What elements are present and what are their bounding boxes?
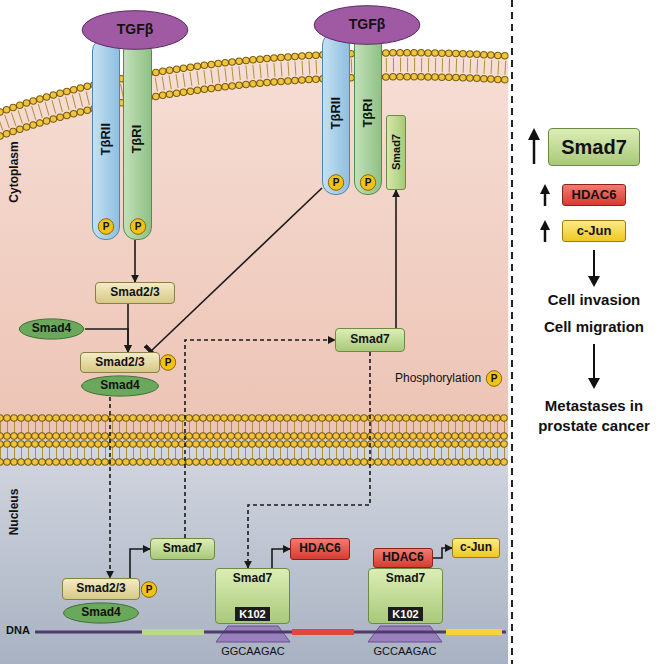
binding-site xyxy=(216,626,290,642)
node-label: Smad4 xyxy=(100,379,139,392)
nucleus xyxy=(0,440,508,664)
phospho-circle: P xyxy=(486,370,502,387)
region-label: Cytoplasm xyxy=(7,141,21,202)
outcome-text: Cell migration xyxy=(544,318,644,335)
hdac6-protein: HDAC6 xyxy=(290,538,350,560)
smad7-dna-bound: Smad7K102 xyxy=(368,568,443,624)
node-label: TβRI xyxy=(361,99,375,128)
receptor-type-2: TβRII xyxy=(322,32,350,195)
node-label: Smad7 xyxy=(561,136,627,158)
cjun-protein: c-Jun xyxy=(562,220,626,242)
smad7-dna-bound: Smad7K102 xyxy=(215,568,290,624)
outcome-text: Cell invasion xyxy=(548,291,641,308)
smad4-protein: Smad4 xyxy=(18,318,85,340)
divider xyxy=(511,0,513,664)
increase-arrows xyxy=(528,128,550,242)
signal-arrow xyxy=(433,548,452,558)
node-label: Smad7 xyxy=(350,333,389,346)
residue-label: K102 xyxy=(388,607,422,621)
cytoplasm xyxy=(0,53,508,440)
receptor-type-2: TβRII xyxy=(92,38,120,240)
node-label: P xyxy=(146,584,153,595)
node-label: P xyxy=(165,357,172,368)
sequence-label: GCCAAGAC xyxy=(374,645,437,657)
gene-segment xyxy=(446,629,502,635)
node-label: HDAC6 xyxy=(572,188,617,202)
inhibition-line xyxy=(150,188,322,352)
node-label: c-Jun xyxy=(460,541,492,554)
node-label: TβRII xyxy=(329,97,343,130)
node-label: Smad2/3 xyxy=(95,356,144,369)
node-label: P xyxy=(103,221,110,232)
smad4-protein: Smad4 xyxy=(62,602,140,624)
signal-arrow xyxy=(272,549,290,568)
node-label: HDAC6 xyxy=(382,551,423,564)
node-label: P xyxy=(491,373,498,384)
gene-segment xyxy=(292,629,354,635)
dna-strand xyxy=(35,631,506,634)
node-label: Smad4 xyxy=(81,606,120,619)
translocation-arrow xyxy=(109,397,111,578)
node-label: HDAC6 xyxy=(299,542,340,555)
node-label: TGFβ xyxy=(117,22,154,37)
phospho-circle: P xyxy=(328,174,344,191)
plasma-membrane xyxy=(0,53,508,136)
smad7-protein: Smad7 xyxy=(150,538,215,560)
ligand: TGFβ xyxy=(312,4,422,46)
binding-site xyxy=(368,626,442,642)
node-label: P xyxy=(333,177,340,188)
node-label: Smad4 xyxy=(32,322,71,335)
dna-label: DNA xyxy=(6,624,30,636)
node-label: c-Jun xyxy=(577,224,612,238)
node-label: P xyxy=(135,221,142,232)
signal-arrow xyxy=(395,190,397,328)
nuclear-envelope xyxy=(0,418,508,462)
smad7-bound: Smad7 xyxy=(386,115,406,190)
receptor-type-1: TβRI xyxy=(354,32,382,195)
hdac6-protein: HDAC6 xyxy=(373,548,433,568)
gene-segment xyxy=(142,629,204,635)
node-label: Smad7 xyxy=(233,572,272,585)
legend-text: Phosphorylation xyxy=(395,371,481,385)
node-label: Smad2/3 xyxy=(110,286,159,299)
smad7-protein: Smad7 xyxy=(335,328,405,352)
phospho-circle: P xyxy=(98,218,114,235)
smad23-protein: Smad2/3 xyxy=(80,352,160,373)
node-label: TβRII xyxy=(99,123,113,156)
region-label: Nucleus xyxy=(7,489,21,536)
signal-arrow xyxy=(130,549,150,578)
translocation-arrow xyxy=(248,352,370,568)
node-label: Smad7 xyxy=(386,572,425,585)
phospho-circle: P xyxy=(360,174,376,191)
receptor-type-1: TβRI xyxy=(123,38,152,240)
node-label: TGFβ xyxy=(349,17,386,32)
node-label: Smad7 xyxy=(390,134,402,170)
sequence-label: GGCAAGAC xyxy=(221,645,285,657)
hdac6-protein: HDAC6 xyxy=(562,184,626,206)
translocation-arrow xyxy=(185,340,335,538)
cjun-protein: c-Jun xyxy=(452,538,500,558)
ligand: TGFβ xyxy=(80,9,190,51)
smad4-protein: Smad4 xyxy=(80,375,160,397)
smad7-protein: Smad7 xyxy=(548,128,640,166)
signal-arrow xyxy=(134,240,136,282)
phospho-circle: P xyxy=(130,218,146,235)
smad23-protein: Smad2/3 xyxy=(62,578,140,600)
node-label: P xyxy=(365,177,372,188)
phospho-circle: P xyxy=(160,354,176,371)
smad23-protein: Smad2/3 xyxy=(95,282,175,304)
residue-label: K102 xyxy=(235,607,269,621)
phospho-circle: P xyxy=(141,581,157,598)
node-label: Smad7 xyxy=(163,542,202,555)
node-label: Smad2/3 xyxy=(76,582,125,595)
outcome-text: Metastases in prostate cancer xyxy=(520,396,664,437)
node-label: TβRI xyxy=(130,125,144,154)
signal-arrow xyxy=(85,329,128,352)
